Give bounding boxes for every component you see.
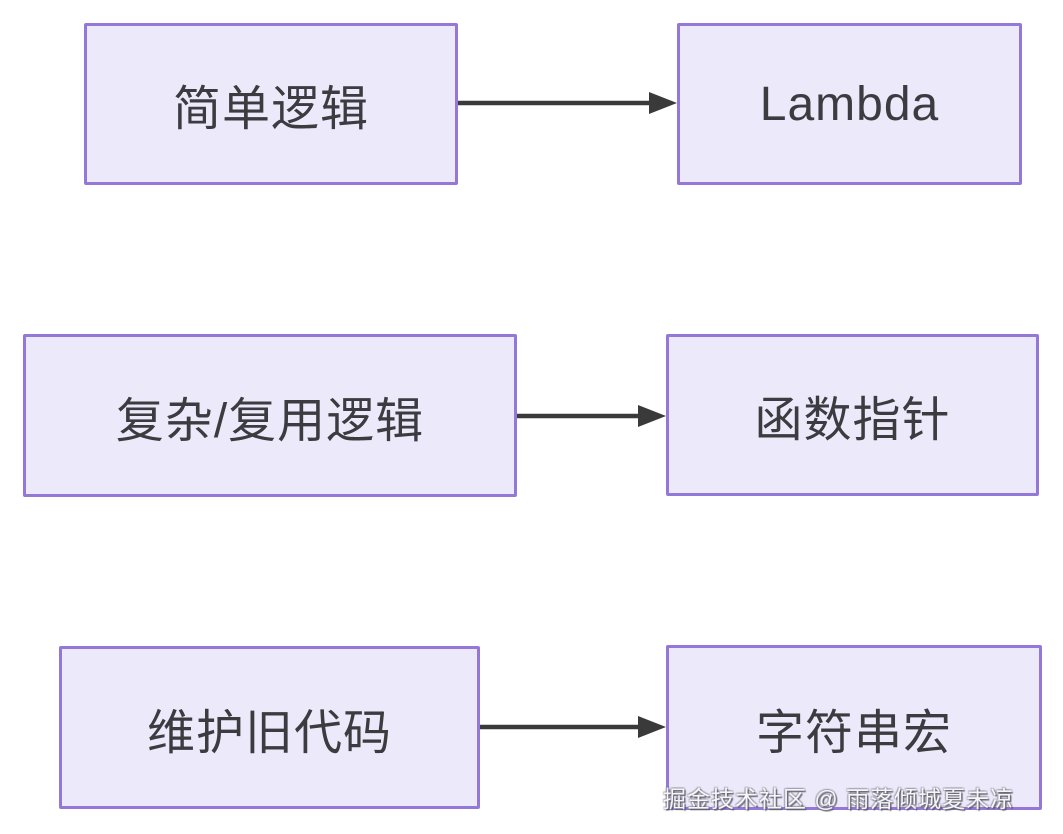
node-label: 复杂/复用逻辑	[115, 394, 425, 448]
node-label: 字符串宏	[755, 706, 952, 760]
arrow-simple-logic-to-lambda	[458, 92, 677, 114]
node-label: 维护旧代码	[146, 706, 392, 760]
arrow-complex-logic-to-function-pointer	[517, 405, 666, 427]
node-string-macro: 字符串宏	[666, 645, 1042, 810]
node-label: Lambda	[759, 77, 940, 131]
watermark-text: 掘金技术社区 @ 雨落倾城夏未凉	[663, 786, 1015, 812]
node-maintain-legacy-code: 维护旧代码	[59, 646, 480, 809]
node-label: 函数指针	[754, 394, 951, 447]
node-function-pointer: 函数指针	[666, 334, 1039, 496]
arrow-legacy-code-to-string-macro	[480, 716, 666, 738]
node-lambda: Lambda	[677, 23, 1022, 185]
node-simple-logic: 简单逻辑	[84, 23, 458, 185]
node-complex-reuse-logic: 复杂/复用逻辑	[23, 334, 517, 497]
node-label: 简单逻辑	[172, 83, 369, 136]
